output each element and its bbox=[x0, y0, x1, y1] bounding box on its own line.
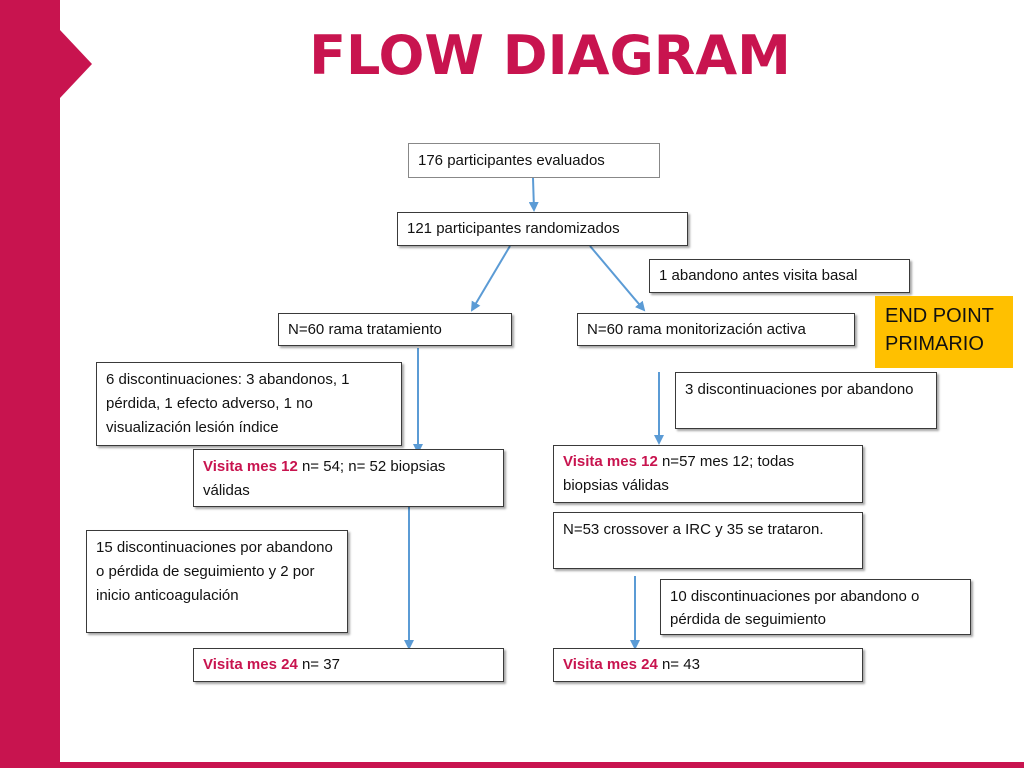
node-crossover: N=53 crossover a IRC y 35 se trataron. bbox=[553, 512, 863, 569]
node-monitoring-m12: Visita mes 12 n=57 mes 12; todas biopsia… bbox=[553, 445, 863, 503]
endpoint-primary-label: END POINT PRIMARIO bbox=[875, 296, 1013, 368]
node-treatment-m12: Visita mes 12 n= 54; n= 52 biopsias váli… bbox=[193, 449, 504, 507]
node-monitoring-discontinuations-2: 10 discontinuaciones por abandono o pérd… bbox=[660, 579, 971, 635]
arrow-randomized-to-treatment bbox=[470, 245, 511, 312]
left-accent-notch bbox=[60, 30, 92, 98]
node-treatment-discontinuations: 6 discontinuaciones: 3 abandonos, 1 pérd… bbox=[96, 362, 402, 446]
node-arm-treatment: N=60 rama tratamiento bbox=[278, 313, 512, 346]
node-monitoring-m24: Visita mes 24 n= 43 bbox=[553, 648, 863, 682]
slide-title: FLOW DIAGRAM bbox=[309, 24, 791, 87]
bottom-accent-bar bbox=[60, 762, 1024, 768]
arrow-randomized-to-monitoring bbox=[589, 245, 646, 312]
node-dropout-baseline: 1 abandono antes visita basal bbox=[649, 259, 910, 293]
left-accent-bar bbox=[0, 0, 60, 768]
node-treatment-discontinuations-2: 15 discontinuaciones por abandono o pérd… bbox=[86, 530, 348, 633]
node-evaluated: 176 participantes evaluados bbox=[408, 143, 660, 178]
arrow-evaluated-to-randomized bbox=[528, 177, 539, 212]
node-arm-monitoring: N=60 rama monitorización activa bbox=[577, 313, 855, 346]
node-treatment-m24: Visita mes 24 n= 37 bbox=[193, 648, 504, 682]
node-randomized: 121 participantes randomizados bbox=[397, 212, 688, 246]
node-monitoring-discontinuations: 3 discontinuaciones por abandono bbox=[675, 372, 937, 429]
